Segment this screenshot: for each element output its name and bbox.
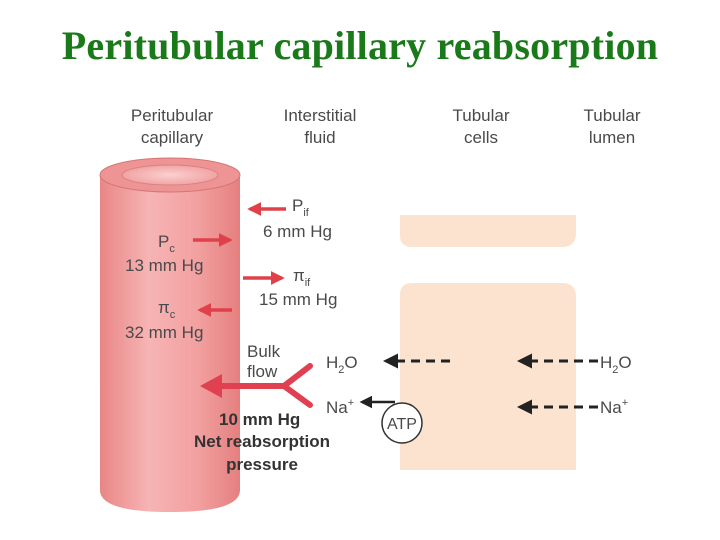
- column-header-interstitial: Interstitial fluid: [284, 106, 357, 147]
- column-header-lumen: Tubular lumen: [583, 106, 640, 147]
- atp-label: ATP: [387, 416, 417, 433]
- na-interstitial-label: Na+: [326, 397, 354, 417]
- column-header-cells: Tubular cells: [452, 106, 509, 147]
- net-pressure-line2: pressure: [226, 455, 298, 474]
- tubular-cell-upper: [400, 215, 576, 247]
- label-pi-c: πc 32 mm Hg: [125, 298, 203, 342]
- label-pi-if-value: 15 mm Hg: [259, 290, 337, 309]
- h2o-interstitial-label: H2O: [326, 353, 358, 376]
- tubular-cell-lower: [400, 283, 576, 470]
- header-interstitial-line1: Interstitial: [284, 106, 357, 125]
- h2o-lumen-label: H2O: [600, 353, 632, 376]
- bulk-flow-arrowhead: [200, 374, 222, 398]
- svg-text:πc: πc: [158, 298, 176, 321]
- header-lumen-line1: Tubular: [583, 106, 640, 125]
- bulk-flow-arrow: [215, 363, 313, 408]
- svg-text:Pif: Pif: [292, 196, 310, 219]
- na-lumen-label: Na+: [600, 397, 628, 417]
- svg-text:πif: πif: [293, 266, 311, 289]
- header-capillary-line1: Peritubular: [131, 106, 214, 125]
- bulk-flow-line2: flow: [247, 362, 278, 381]
- label-p-if: Pif 6 mm Hg: [263, 196, 332, 241]
- bulk-flow-line1: Bulk: [247, 342, 281, 361]
- label-pi-c-value: 32 mm Hg: [125, 323, 203, 342]
- net-pressure-line1: Net reabsorption: [194, 432, 330, 451]
- page-title: Peritubular capillary reabsorption: [61, 23, 659, 68]
- header-cells-line2: cells: [464, 128, 498, 147]
- atp-pump: [381, 402, 423, 444]
- peritubular-capillary: [99, 157, 241, 512]
- header-lumen-line2: lumen: [589, 128, 635, 147]
- label-p-c: Pc 13 mm Hg: [125, 232, 203, 275]
- header-cells-line1: Tubular: [452, 106, 509, 125]
- header-interstitial-line2: fluid: [304, 128, 335, 147]
- column-header-capillary: Peritubular capillary: [131, 106, 214, 147]
- svg-text:Pc: Pc: [158, 232, 175, 255]
- label-p-if-value: 6 mm Hg: [263, 222, 332, 241]
- label-pi-if: πif 15 mm Hg: [259, 266, 337, 309]
- net-pressure-value: 10 mm Hg: [219, 410, 300, 429]
- header-capillary-line2: capillary: [141, 128, 204, 147]
- label-p-c-value: 13 mm Hg: [125, 256, 203, 275]
